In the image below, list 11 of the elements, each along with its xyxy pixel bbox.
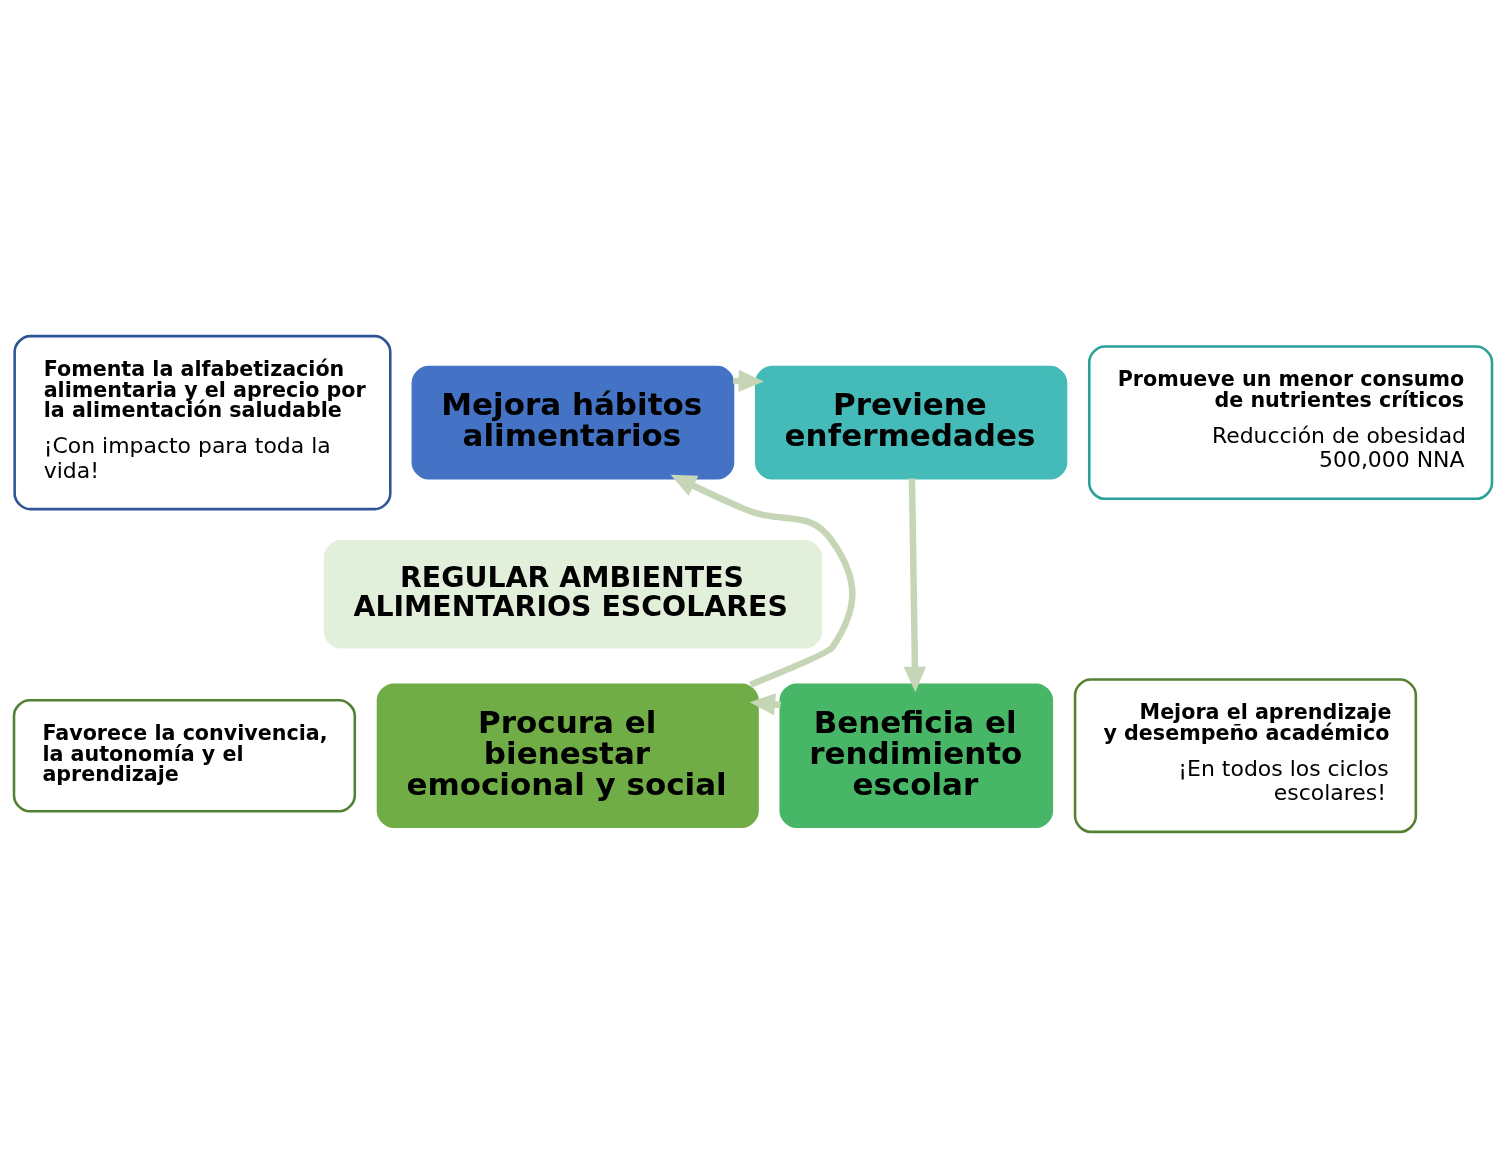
node-box: Mejora hábitos alimentarios [411,365,735,479]
node-box: Favorece la convivencia, la autonomía y el aprendizaje [12,698,357,812]
node-box: REGULAR AMBIENTES ALIMENTARIOS ESCOLARES [323,539,823,649]
node-box: Procura el bienestar emocional y social [376,682,759,828]
arrow [670,474,856,688]
node-box: Promueve un menor consumo de nutrientes críticos Reducción de obesidad 500,000 NNA [1087,344,1494,500]
arrow [903,477,927,692]
node-box: Fomenta la alfabetización alimentaria y el aprecio por la alimentación saludable ¡Con impacto para toda la vida! [13,334,392,510]
node-box: Previene enfermedades [754,365,1068,479]
node-box: Beneficia el rendimiento escolar [779,682,1054,828]
node-box: Mejora el aprendizaje y desempeño académico ¡En todos los ciclos escolares! [1073,677,1418,833]
